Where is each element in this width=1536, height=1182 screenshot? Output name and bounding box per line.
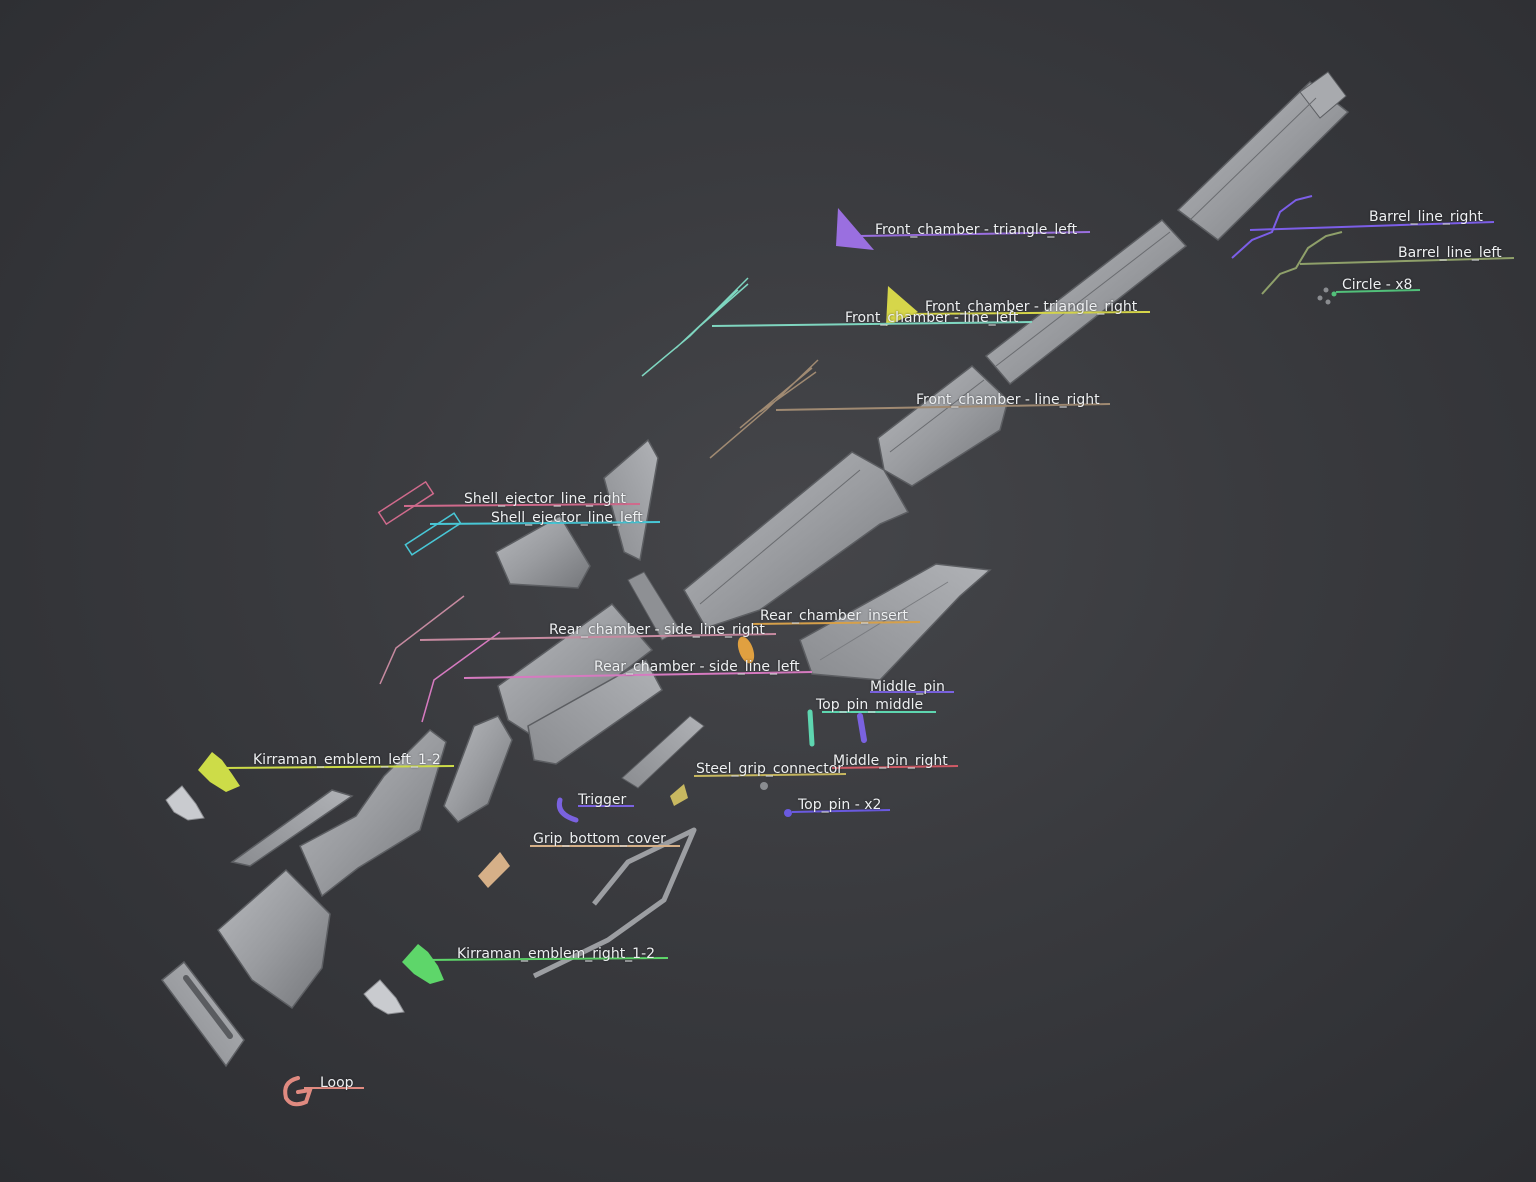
butt-stock-part bbox=[160, 868, 331, 1068]
label-middle-pin: Middle_pin bbox=[870, 679, 945, 695]
label-rear-chamber-insert: Rear_chamber_insert bbox=[760, 608, 909, 624]
label-top-pin-middle: Top_pin_middle bbox=[816, 697, 924, 713]
shell-line-left-part bbox=[404, 512, 462, 556]
chamber-connector-part bbox=[627, 571, 681, 641]
circle-x8-part bbox=[1317, 287, 1337, 305]
barrel-line-right-part bbox=[1231, 195, 1313, 259]
label-rear-chamber-side-line-right: Rear_chamber - side_line_right bbox=[549, 622, 765, 638]
barrel-line-left-part bbox=[1261, 231, 1343, 295]
front-line-right-part bbox=[709, 359, 819, 459]
label-front-chamber-line-right: Front_chamber - line_right bbox=[916, 392, 1100, 408]
label-front-chamber-triangle-right: Front_chamber - triangle_right bbox=[925, 299, 1138, 315]
label-trigger: Trigger bbox=[578, 792, 627, 808]
top-pin-x2-part bbox=[784, 809, 792, 817]
trigger-part bbox=[556, 797, 579, 823]
emblem-right-colored-part bbox=[402, 944, 444, 984]
label-kirraman-emblem-right: Kirraman_emblem_right_1-2 bbox=[457, 946, 656, 962]
steel-grip-part bbox=[670, 784, 688, 806]
grip-part bbox=[443, 715, 705, 823]
label-middle-pin-right: Middle_pin_right bbox=[833, 753, 948, 769]
triangle-left-part bbox=[836, 208, 874, 250]
middle-pin-right-part bbox=[760, 782, 768, 790]
label-loop: Loop bbox=[320, 1075, 354, 1091]
trigger-guard-part bbox=[532, 827, 697, 979]
label-steel-grip-connector: Steel_grip_connector bbox=[696, 761, 844, 777]
rear-chamber-part bbox=[683, 451, 910, 629]
stock-part bbox=[230, 729, 447, 898]
rear-side-line-left-part bbox=[421, 631, 501, 723]
emblem-left-colored-part bbox=[198, 752, 240, 792]
label-front-chamber-line-left: Front_chamber - line_left bbox=[845, 310, 1019, 326]
label-shell-ejector-line-left: Shell_ejector_line_left bbox=[491, 510, 643, 526]
grip-cover-part bbox=[478, 852, 510, 888]
label-grip-bottom-cover: Grip_bottom_cover bbox=[533, 831, 666, 847]
barrel-tip-part bbox=[1176, 71, 1350, 241]
label-rear-chamber-side-line-left: Rear_chamber - side_line_left bbox=[594, 659, 800, 675]
front-line-left-part bbox=[641, 277, 749, 377]
label-barrel-line-left: Barrel_line_left bbox=[1398, 245, 1502, 261]
barrel-part bbox=[984, 218, 1188, 386]
rear-insert-colored-part bbox=[737, 636, 755, 664]
middle-pin-part bbox=[857, 713, 867, 743]
label-shell-ejector-line-right: Shell_ejector_line_right bbox=[464, 491, 626, 507]
grey-emblem-right-part bbox=[363, 979, 405, 1015]
shell-line-right-part bbox=[377, 480, 435, 526]
label-kirraman-emblem-left: Kirraman_emblem_left_1-2 bbox=[253, 752, 441, 768]
shell-ejector-part bbox=[495, 438, 659, 589]
label-front-chamber-triangle-left: Front_chamber - triangle_left bbox=[875, 222, 1078, 238]
leader-lines bbox=[219, 221, 1515, 1089]
triangle-right-part bbox=[886, 286, 918, 326]
label-top-pin-x2: Top_pin - x2 bbox=[798, 797, 882, 813]
grey-emblem-left-part bbox=[165, 785, 205, 821]
label-circle-x8: Circle - x8 bbox=[1342, 277, 1413, 293]
rear-side-line-right-part bbox=[379, 595, 465, 685]
top-pin-middle-part bbox=[807, 709, 815, 747]
loop-part bbox=[283, 1076, 313, 1107]
label-barrel-line-right: Barrel_line_right bbox=[1369, 209, 1483, 225]
